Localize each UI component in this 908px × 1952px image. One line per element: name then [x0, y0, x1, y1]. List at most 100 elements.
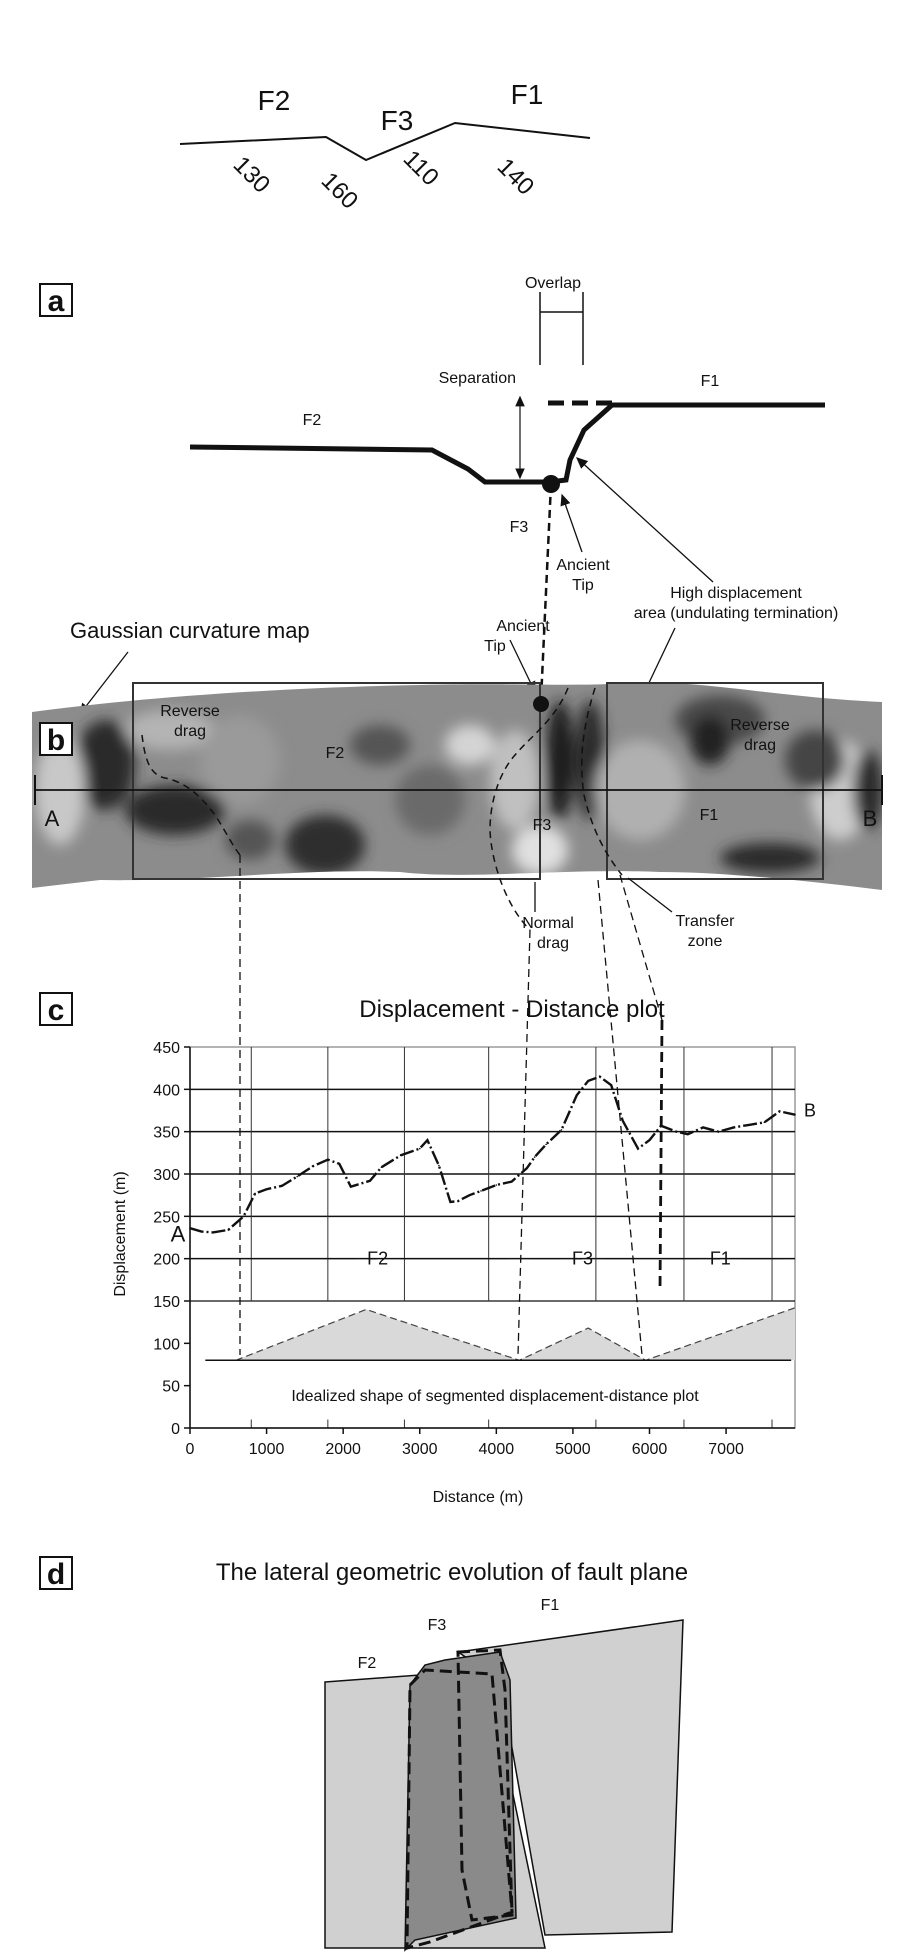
panel-a-label-f1: F1 — [701, 373, 720, 390]
y-tick-label: 200 — [153, 1252, 180, 1269]
x-tick-label: 7000 — [708, 1441, 744, 1458]
reverse-drag-left-1: Reverse — [160, 703, 220, 720]
high-disp-label-2: area (undulating termination) — [634, 605, 839, 622]
transfer-zone-label-1: Transfer — [676, 913, 736, 930]
fault-trace-sketch — [179, 121, 591, 162]
x-tick-label: 6000 — [632, 1441, 668, 1458]
panel-d: d The lateral geometric evolution of fau… — [39, 1556, 688, 1952]
segment-label-f3: F3 — [572, 1249, 593, 1269]
y-tick-label: 250 — [153, 1209, 180, 1226]
displacement-point — [438, 1164, 440, 1167]
ancient-tip-arrow-b — [509, 639, 536, 694]
idealized-caption: Idealized shape of segmented displacemen… — [291, 1388, 699, 1405]
strike-label-160: 160 — [316, 167, 363, 214]
y-tick-label: 400 — [153, 1082, 180, 1099]
displacement-point — [311, 1165, 314, 1168]
displacement-point — [480, 1190, 482, 1192]
f2-rectangle — [132, 682, 541, 880]
panel-a-label-f2: F2 — [303, 412, 322, 429]
series-end-label-b: B — [804, 1101, 816, 1121]
displacement-point — [660, 1124, 662, 1127]
displacement-point — [545, 1143, 547, 1146]
panel-c-box — [39, 992, 73, 1026]
y-axis-label: Displacement (m) — [112, 1171, 129, 1296]
overlap-label: Overlap — [525, 275, 581, 292]
panel-b: Gaussian curvature map Ancient Tip — [32, 618, 883, 952]
displacement-point — [575, 1094, 578, 1097]
strike-label-130: 130 — [228, 151, 275, 198]
displacement-point — [254, 1192, 256, 1195]
sketch-label-f2: F2 — [258, 85, 291, 116]
idealized-outline — [235, 1307, 796, 1361]
series-end-label-a: A — [171, 1221, 186, 1246]
displacement-point — [510, 1180, 513, 1183]
displacement-point — [675, 1130, 678, 1133]
displacement-point — [621, 1119, 624, 1122]
displacement-point — [380, 1166, 383, 1169]
y-tick-label: 100 — [153, 1336, 180, 1353]
x-tick-label: 3000 — [402, 1441, 438, 1458]
displacement-point — [468, 1194, 471, 1196]
panel-d-label-f2: F2 — [358, 1655, 377, 1672]
plot-frame — [189, 1046, 796, 1429]
displacement-point — [281, 1185, 283, 1187]
displacement-point — [457, 1200, 459, 1202]
displacement-point — [763, 1121, 766, 1124]
reverse-drag-right-2: drag — [744, 737, 776, 754]
panel-d-title: The lateral geometric evolution of fault… — [216, 1559, 688, 1586]
y-tick-label: 300 — [153, 1167, 180, 1184]
displacement-point — [732, 1126, 735, 1129]
x-tick-label: 1000 — [249, 1441, 285, 1458]
displacement-point — [717, 1130, 720, 1133]
y-tick-label: 0 — [171, 1421, 180, 1438]
reverse-drag-right-1: Reverse — [730, 717, 790, 734]
chart-title: Displacement - Distance plot — [359, 996, 665, 1023]
x-tick-label: 4000 — [479, 1441, 515, 1458]
strike-label-140: 140 — [492, 153, 539, 200]
panel-d-label-f3: F3 — [428, 1617, 447, 1634]
displacement-point — [265, 1188, 268, 1191]
ancient-tip-label-a-2: Tip — [572, 577, 594, 594]
panel-d-label-f1: F1 — [541, 1597, 560, 1614]
panel-c-letter: c — [48, 994, 65, 1027]
reverse-drag-left-2: drag — [174, 723, 206, 740]
tip-projection-line — [539, 483, 553, 701]
ancient-tip-dot-b — [533, 696, 549, 712]
segment-label-f2: F2 — [367, 1249, 388, 1269]
displacement-point — [648, 1139, 651, 1141]
displacement-point — [637, 1147, 639, 1150]
section-label-a: A — [45, 806, 60, 831]
normal-drag-label-2: drag — [537, 935, 569, 952]
ancient-tip-label-b-2: Tip — [484, 638, 506, 655]
segment-label-f1: F1 — [710, 1249, 731, 1269]
displacement-point — [748, 1124, 750, 1126]
transfer-zone-leader — [627, 877, 673, 913]
panel-b-label-f3: F3 — [533, 817, 552, 834]
map-to-plot-connectors — [239, 855, 664, 1356]
curvature-map — [32, 683, 882, 890]
displacement-point — [418, 1147, 421, 1150]
displacement-point — [369, 1179, 371, 1182]
ancient-tip-label-a-1: Ancient — [556, 557, 610, 574]
panel-a-label-f3: F3 — [510, 519, 529, 536]
displacement-point — [212, 1231, 214, 1234]
panel-b-label-f1: F1 — [700, 807, 719, 824]
normal-drag-label-1: Normal — [522, 915, 574, 932]
y-tick-label: 350 — [153, 1125, 180, 1142]
panel-a-letter: a — [48, 285, 65, 318]
fault-plane-f3 — [404, 1651, 517, 1952]
chart-grid — [189, 1046, 796, 1429]
displacement-series: AB — [171, 1075, 816, 1246]
x-axis-label: Distance (m) — [433, 1489, 524, 1506]
panel-d-box — [39, 1556, 73, 1590]
displacement-line — [189, 1075, 796, 1234]
displacement-point — [200, 1230, 203, 1233]
panel-b-box — [39, 722, 73, 756]
fault-plane-f3-outline — [405, 1668, 514, 1950]
fault-trace-f1 — [549, 402, 825, 485]
displacement-point — [587, 1080, 590, 1082]
gaussian-map-arrow — [79, 651, 129, 716]
displacement-point — [495, 1184, 498, 1186]
gaussian-map-title: Gaussian curvature map — [70, 618, 310, 643]
